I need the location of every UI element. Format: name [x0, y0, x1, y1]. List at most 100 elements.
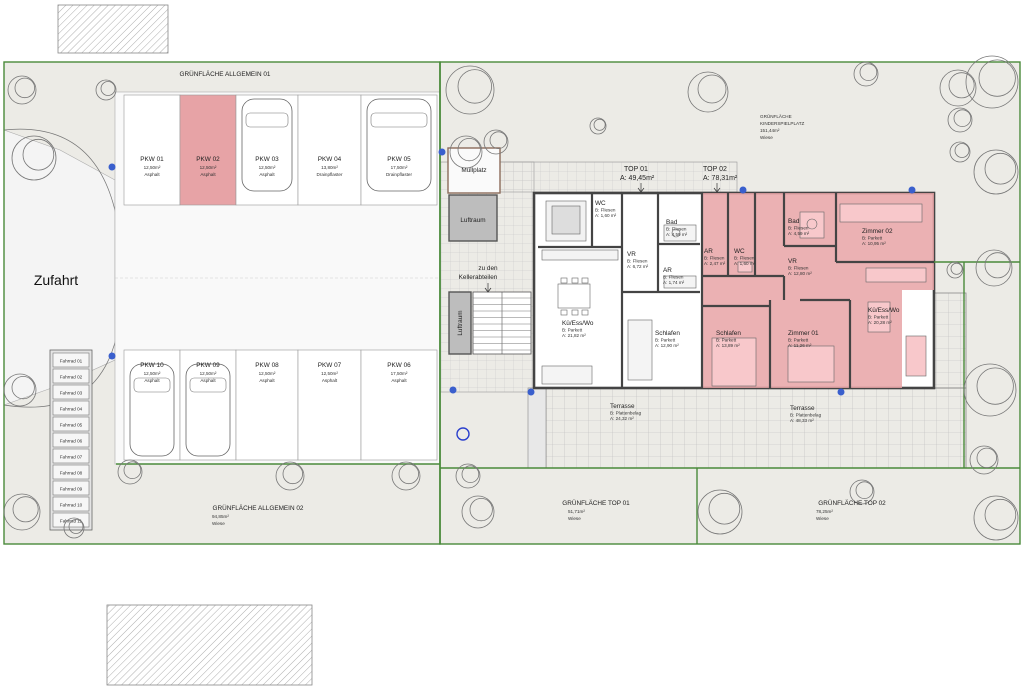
- tree-canopy: [461, 465, 480, 484]
- tree-canopy: [697, 74, 727, 104]
- parking-surface: Asphalt: [322, 378, 338, 383]
- trees: [3, 55, 1019, 541]
- parking-area-value: 12,50m²: [259, 371, 276, 376]
- room-area: A: 1,60 m²: [595, 213, 617, 218]
- bike-slot: [52, 368, 90, 384]
- tree-icon: [946, 261, 964, 279]
- tree-icon: [455, 463, 481, 489]
- bike-slot: [52, 480, 90, 496]
- parking-stall: [297, 94, 362, 206]
- playground-surface: Wiese: [760, 135, 773, 140]
- room-area: A: 12,80 m²: [788, 271, 812, 276]
- parking-surface: Drainpflaster: [316, 172, 343, 177]
- room-floor: B: Parkett: [655, 338, 676, 343]
- parking-area-value: 17,50m²: [391, 371, 408, 376]
- room-floor: B: Parkett: [868, 315, 889, 320]
- room-name: Terrasse: [790, 405, 815, 412]
- neighbour-building-bottom: [106, 604, 313, 686]
- tree-icon: [7, 75, 37, 105]
- tree-canopy: [68, 519, 84, 534]
- markers: [108, 148, 916, 441]
- shaft-1: [448, 194, 498, 242]
- room-floor: B: Fliesen: [788, 226, 809, 231]
- tree-icon: [947, 107, 973, 133]
- room-name: Terrasse: [610, 403, 635, 410]
- waste-area: [447, 147, 501, 194]
- terrace-paving: [545, 387, 967, 469]
- car-icon: [366, 98, 432, 192]
- bike-slot: [52, 352, 90, 368]
- parking-area-value: 12,50m²: [200, 165, 217, 170]
- car-windshield: [133, 377, 171, 393]
- tree-canopy: [953, 109, 972, 127]
- bike-label: Fahrrad 10: [60, 503, 83, 508]
- green-general-1-label: GRÜNFLÄCHE ALLGEMEIN 01: [180, 70, 271, 78]
- room-floor: B: Parkett: [716, 338, 737, 343]
- room-area: A: 6,72 m²: [627, 264, 649, 269]
- parking-surface: Asphalt: [144, 172, 160, 177]
- room-area: A: 24,32 m²: [610, 416, 634, 421]
- parking-surface: Drainpflaster: [386, 172, 413, 177]
- room-floor: B: Fliesen: [788, 266, 809, 271]
- tree-canopy: [859, 63, 878, 81]
- room-name: Schlafen: [655, 330, 680, 337]
- playground-name2: KINDERSPIELPLATZ: [760, 121, 805, 126]
- room-name: Bad: [666, 219, 678, 226]
- top2-area: A: 78,31m²: [703, 175, 738, 182]
- bike-slot: [52, 496, 90, 512]
- tree-canopy: [457, 69, 492, 104]
- bike-slot: [52, 384, 90, 400]
- parking-id: PKW 03: [255, 156, 279, 163]
- tree-canopy: [123, 461, 142, 480]
- top2-title: TOP 02: [703, 166, 727, 173]
- green-top2-name: GRÜNFLÄCHE TOP 02: [818, 499, 886, 507]
- parking-id: PKW 06: [387, 362, 411, 369]
- room-name: Zimmer 01: [788, 330, 819, 337]
- green-top1-name: GRÜNFLÄCHE TOP 01: [562, 499, 630, 507]
- bike-slot: [52, 432, 90, 448]
- room-floor: B: Fliesen: [627, 259, 648, 264]
- room-floor: B: Plattenbelag: [610, 411, 642, 416]
- furniture-top2: [711, 203, 927, 387]
- room-area: A: 1,60 m²: [734, 261, 756, 266]
- tree-icon: [965, 55, 1019, 109]
- parking-stall: [123, 94, 181, 206]
- top2-arrow: [713, 183, 721, 193]
- green-general-2-name: GRÜNFLÄCHE ALLGEMEIN 02: [213, 504, 304, 512]
- room-name: Bad: [788, 218, 800, 225]
- shaft-1-label: Luftraum: [460, 217, 485, 224]
- tree-canopy: [22, 138, 55, 171]
- parking-area-value: 13,80m²: [321, 165, 338, 170]
- parking-area-value: 12,50m²: [144, 371, 161, 376]
- room-floor: B: Plattenbelag: [790, 413, 822, 418]
- bike-label: Fahrrad 09: [60, 487, 83, 492]
- tree-canopy: [976, 367, 1014, 405]
- tree-canopy: [984, 498, 1017, 531]
- tree-canopy: [12, 496, 39, 523]
- parking-id: PKW 08: [255, 362, 279, 369]
- bike-label: Fahrrad 02: [60, 375, 83, 380]
- playground-name: GRÜNFLÄCHE: [760, 113, 792, 119]
- room-floor: B: Parkett: [562, 328, 583, 333]
- tree-icon: [697, 489, 743, 535]
- room-floor: B: Fliesen: [734, 256, 755, 261]
- room-area: A: 10,95 m²: [862, 241, 886, 246]
- parking-id: PKW 05: [387, 156, 411, 163]
- bike-label: Fahrrad 06: [60, 439, 83, 444]
- parking-stall: [297, 349, 362, 461]
- bike-slot: [52, 400, 90, 416]
- parking-id: PKW 07: [318, 362, 342, 369]
- tree-icon: [483, 129, 509, 155]
- parking-surface: Asphalt: [259, 172, 275, 177]
- terrace-strip: [527, 387, 547, 469]
- room-area: A: 20,28 m²: [868, 320, 892, 325]
- tree-icon: [939, 69, 977, 107]
- bike-label: Fahrrad 08: [60, 471, 83, 476]
- tree-icon: [449, 135, 483, 169]
- car-icon: [185, 363, 231, 457]
- room-area: A: 2,47 m²: [704, 261, 726, 266]
- parking-area-value: 12,50m²: [321, 371, 338, 376]
- tree-icon: [973, 149, 1019, 195]
- waste-label: Müllplatz: [461, 167, 486, 174]
